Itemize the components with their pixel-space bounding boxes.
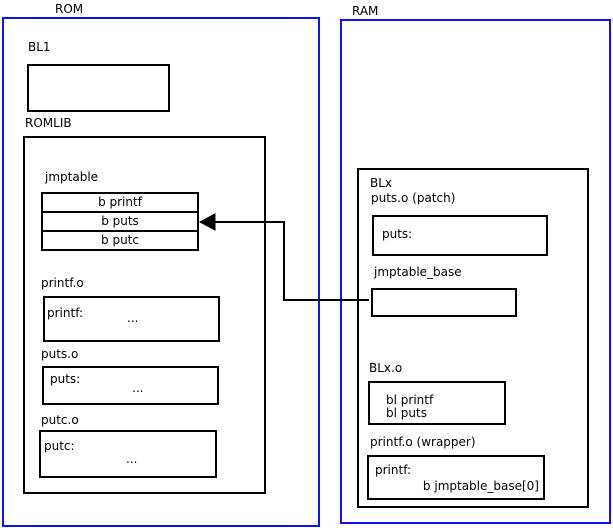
jmptable-label: jmptable xyxy=(45,170,99,184)
puts-patch-symbol: puts: xyxy=(382,227,413,241)
jmptable-base-box xyxy=(371,288,517,317)
blx-label: BLx xyxy=(370,176,393,190)
printf-wrapper-label: printf.o (wrapper) xyxy=(370,435,476,449)
bl1-label: BL1 xyxy=(28,40,51,54)
puts-ellipsis: ... xyxy=(132,381,144,395)
printf-o-label: printf.o xyxy=(41,276,84,290)
blx-box: BLx puts.o (patch) puts: jmptable_base B… xyxy=(357,168,589,508)
putc-symbol: putc: xyxy=(44,439,75,453)
printf-symbol: printf: xyxy=(47,306,84,320)
puts-patch-label: puts.o (patch) xyxy=(371,191,456,205)
putc-o-box: putc: ... xyxy=(39,430,217,478)
rom-region-label: ROM xyxy=(55,2,84,16)
jmptable-entry-puts: b puts xyxy=(41,211,199,232)
printf-wrapper-box: printf: b jmptable_base[0] xyxy=(367,455,545,500)
ram-region-label: RAM xyxy=(352,4,379,18)
blx-o-line-bl-printf: bl printf xyxy=(386,393,434,407)
romlib-label: ROMLIB xyxy=(25,116,72,130)
puts-o-box: puts: ... xyxy=(42,366,219,405)
jmptable-entry-putc: b putc xyxy=(41,230,199,251)
puts-patch-box: puts: xyxy=(372,215,548,256)
blx-o-line-bl-puts: bl puts xyxy=(386,406,427,420)
jmptable: b printf b puts b putc xyxy=(41,192,199,251)
blx-o-box: bl printf bl puts xyxy=(368,381,506,425)
printf-ellipsis: ... xyxy=(127,311,139,325)
puts-symbol: puts: xyxy=(50,372,81,386)
blx-o-label: BLx.o xyxy=(369,361,403,375)
printf-o-box: printf: ... xyxy=(43,296,220,342)
bl1-box xyxy=(27,64,170,112)
jmptable-entry-printf: b printf xyxy=(41,192,199,213)
printf-wrapper-branch: b jmptable_base[0] xyxy=(422,479,539,493)
jmptable-base-label: jmptable_base xyxy=(374,265,462,279)
printf-wrapper-symbol: printf: xyxy=(375,463,412,477)
putc-o-label: putc.o xyxy=(41,413,79,427)
puts-o-label: puts.o xyxy=(41,347,79,361)
putc-ellipsis: ... xyxy=(126,452,138,466)
